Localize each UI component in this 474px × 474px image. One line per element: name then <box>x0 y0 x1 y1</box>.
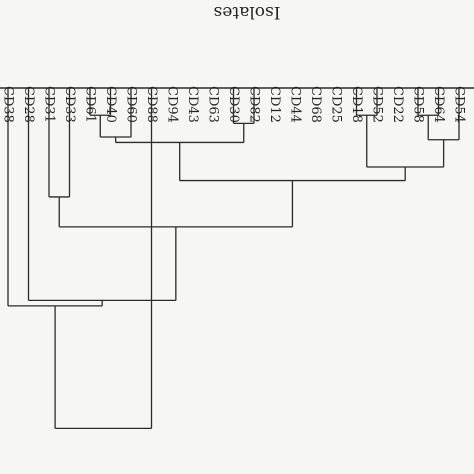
leaf-label: CD94 <box>165 86 180 123</box>
leaf-label: CD22 <box>390 86 405 123</box>
leaf-label: CD44 <box>288 86 303 123</box>
leaf-label: CD12 <box>267 86 282 123</box>
leaf-label: CD63 <box>206 86 221 123</box>
leaf-label: CD68 <box>308 86 323 123</box>
leaf-label: CD25 <box>329 86 344 123</box>
leaf-label: CD43 <box>185 86 200 123</box>
chart-title: Isolates <box>214 2 281 22</box>
dendrogram-links <box>7 88 460 430</box>
